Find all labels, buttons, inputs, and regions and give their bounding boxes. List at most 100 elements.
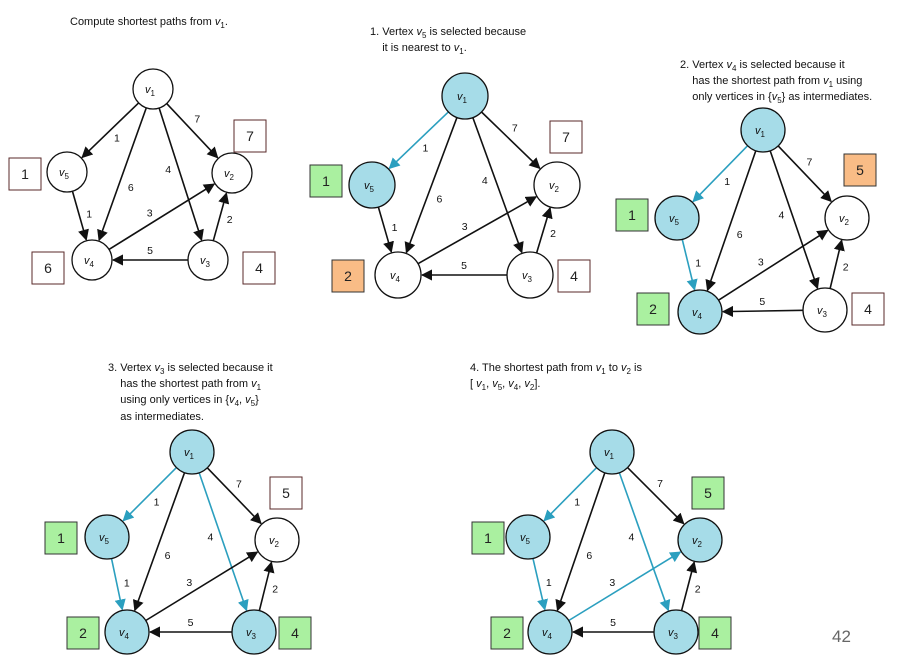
edge-v1-v5 <box>81 102 140 159</box>
caption-text: is selected because it <box>164 362 273 374</box>
caption-text: ]. <box>534 378 541 391</box>
distance-value-v5: 1 <box>628 207 636 223</box>
edge-v1-v2 <box>777 145 832 203</box>
node-label-v2: v2 <box>692 535 703 549</box>
caption-text: 3. Vertex <box>108 362 155 374</box>
caption-text: , <box>518 378 525 391</box>
edge-weight-v3-v4: 5 <box>461 260 467 272</box>
node-letter: v <box>520 532 527 544</box>
distance-box-v4 <box>331 259 365 293</box>
edge-weight-v1-v3: 4 <box>628 531 634 543</box>
node-letter: v <box>390 270 397 282</box>
edge-v4-v2 <box>108 183 216 251</box>
caption-step-3: 3. Vertex v3 is selected because it has … <box>108 362 273 424</box>
edge-v1-v4 <box>705 150 757 292</box>
caption-text: , <box>486 378 493 391</box>
caption-text: v <box>453 42 460 55</box>
distance-box-v5 <box>615 198 649 232</box>
edge-v1-v3 <box>198 472 249 612</box>
edge-v1-v5 <box>388 111 449 170</box>
node-subscript: 5 <box>675 218 680 227</box>
caption-line: has the shortest path from v1 using <box>680 75 872 91</box>
node-v5 <box>46 151 88 193</box>
edge-v1-v4 <box>132 472 186 612</box>
distance-box-v4 <box>31 251 65 285</box>
node-letter: v <box>246 627 253 639</box>
edge-v4-v2 <box>568 551 682 622</box>
caption-subscript: 5 <box>777 96 782 106</box>
node-subscript: 3 <box>528 275 533 284</box>
caption-subscript: 1 <box>459 47 464 57</box>
node-letter: v <box>269 535 276 547</box>
distance-value-v2: 7 <box>562 129 570 145</box>
caption-text: , <box>239 394 246 407</box>
edge-v5-v4 <box>377 206 394 254</box>
caption-subscript: 1 <box>256 383 262 393</box>
node-label-v1: v1 <box>457 91 468 105</box>
edge-weight-v5-v4: 1 <box>546 577 552 589</box>
distance-value-v4: 2 <box>344 268 352 284</box>
distance-value-v4: 2 <box>649 301 657 317</box>
distance-box-v2 <box>691 476 725 510</box>
node-subscript: 5 <box>370 185 375 194</box>
node-label-v2: v2 <box>549 180 560 194</box>
edge-weight-v3-v2: 2 <box>227 214 233 226</box>
edge-weight-v4-v2: 3 <box>609 577 615 589</box>
edge-v4-v2 <box>145 551 259 622</box>
distance-box-v5 <box>309 164 343 198</box>
edge-v3-v2 <box>680 561 698 611</box>
node-subscript: 4 <box>90 260 95 269</box>
node-v1 <box>169 429 215 475</box>
node-label-v5: v5 <box>59 167 70 181</box>
edge-weight-v3-v4: 5 <box>188 617 194 629</box>
caption-text: Compute shortest paths from <box>70 16 215 28</box>
edge-weight-v3-v2: 2 <box>843 261 849 273</box>
caption-text: has the shortest path from <box>108 378 252 391</box>
node-label-v5: v5 <box>364 180 375 194</box>
edge-weight-v5-v4: 1 <box>86 208 92 220</box>
distance-value-v2: 7 <box>246 128 254 144</box>
edge-v1-v3 <box>158 107 204 242</box>
node-label-v2: v2 <box>839 213 850 227</box>
node-label-v3: v3 <box>200 255 211 269</box>
distance-box-v2 <box>549 120 583 154</box>
node-subscript: 1 <box>190 452 195 461</box>
edge-v1-v5 <box>543 467 598 522</box>
caption-line: 3. Vertex v3 is selected because it <box>108 362 273 378</box>
node-v3 <box>187 239 229 281</box>
distance-value-v4: 6 <box>44 260 52 276</box>
node-label-v5: v5 <box>520 532 531 546</box>
node-letter: v <box>692 307 699 319</box>
node-v2 <box>533 161 581 209</box>
edge-v3-v2 <box>258 561 275 611</box>
edge-v1-v2 <box>206 467 262 525</box>
caption-subscript: 1 <box>481 383 487 393</box>
node-subscript: 3 <box>206 260 211 269</box>
caption-text: . <box>463 42 467 55</box>
distance-box-v3 <box>242 251 276 285</box>
distance-box-v5 <box>8 157 42 191</box>
caption-subscript: 1 <box>601 367 606 377</box>
node-label-v5: v5 <box>99 532 110 546</box>
distance-box-v3 <box>698 616 732 650</box>
node-subscript: 3 <box>252 632 257 641</box>
edge-v1-v4 <box>97 107 148 242</box>
node-label-v4: v4 <box>390 270 401 284</box>
node-subscript: 4 <box>396 275 401 284</box>
edge-weight-v4-v2: 3 <box>147 207 153 219</box>
node-letter: v <box>200 255 207 267</box>
node-v2 <box>677 517 723 563</box>
node-label-v4: v4 <box>692 307 703 321</box>
edge-weight-v1-v2: 7 <box>512 122 518 134</box>
node-v5 <box>348 161 396 209</box>
node-v2 <box>254 517 300 563</box>
node-v4 <box>527 609 573 655</box>
edge-v1-v5 <box>692 145 749 203</box>
node-label-v3: v3 <box>817 305 828 319</box>
caption-text: 1. Vertex <box>370 26 417 38</box>
edge-v3-v2 <box>535 206 553 254</box>
distance-value-v2: 5 <box>704 485 712 501</box>
node-v5 <box>505 514 551 560</box>
caption-line: as intermediates. <box>108 411 273 424</box>
